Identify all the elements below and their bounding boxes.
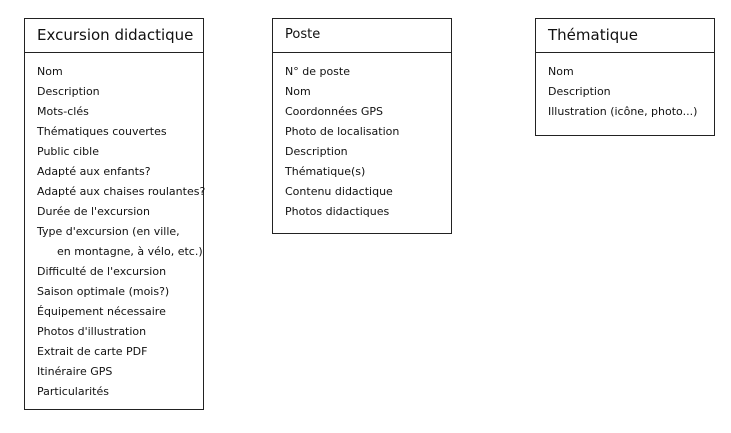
attribute-item: Adapté aux chaises roulantes? [37, 185, 206, 198]
attribute-item: Particularités [37, 385, 109, 398]
attribute-item: Public cible [37, 145, 99, 158]
attribute-item: Description [285, 145, 348, 158]
attribute-item: Photo de localisation [285, 125, 400, 138]
attribute-item: Adapté aux enfants? [37, 165, 151, 178]
attribute-item: Photos d'illustration [37, 325, 147, 338]
attribute-item: Thématique(s) [285, 165, 366, 178]
entity-title: Excursion didactique [25, 19, 203, 53]
attribute-item: Durée de l'excursion [37, 205, 151, 218]
attribute-item: N° de poste [285, 65, 350, 78]
entity-thematique: Thématique Nom Description Illustration … [535, 18, 715, 136]
entity-title: Thématique [536, 19, 714, 53]
attribute-list: N° de poste Nom Coordonnées GPS Photo de… [273, 53, 451, 222]
attribute-item-continuation: en montagne, à vélo, etc.) [57, 245, 203, 258]
attribute-item: Nom [548, 65, 574, 78]
attribute-item: Extrait de carte PDF [37, 345, 148, 358]
attribute-item: Saison optimale (mois?) [37, 285, 170, 298]
attribute-item: Équipement nécessaire [37, 305, 166, 318]
attribute-item: Thématiques couvertes [37, 125, 167, 138]
attribute-item: Coordonnées GPS [285, 105, 384, 118]
attribute-item: Illustration (icône, photo...) [548, 105, 698, 118]
attribute-list: Nom Description Illustration (icône, pho… [536, 53, 714, 122]
attribute-item: Mots-clés [37, 105, 89, 118]
attribute-item: Itinéraire GPS [37, 365, 113, 378]
attribute-item: Description [37, 85, 100, 98]
attribute-item: Nom [285, 85, 311, 98]
attribute-item: Nom [37, 65, 63, 78]
attribute-item: Photos didactiques [285, 205, 390, 218]
attribute-item: Difficulté de l'excursion [37, 265, 167, 278]
attribute-item: Description [548, 85, 611, 98]
attribute-item: Contenu didactique [285, 185, 393, 198]
entity-excursion-didactique: Excursion didactique Nom Description Mot… [24, 18, 206, 410]
entity-title: Poste [273, 19, 451, 53]
entity-poste: Poste N° de poste Nom Coordonnées GPS Ph… [272, 18, 452, 234]
attribute-item: Type d'excursion (en ville, [37, 225, 180, 238]
attribute-list: Nom Description Mots-clés Thématiques co… [25, 53, 206, 402]
